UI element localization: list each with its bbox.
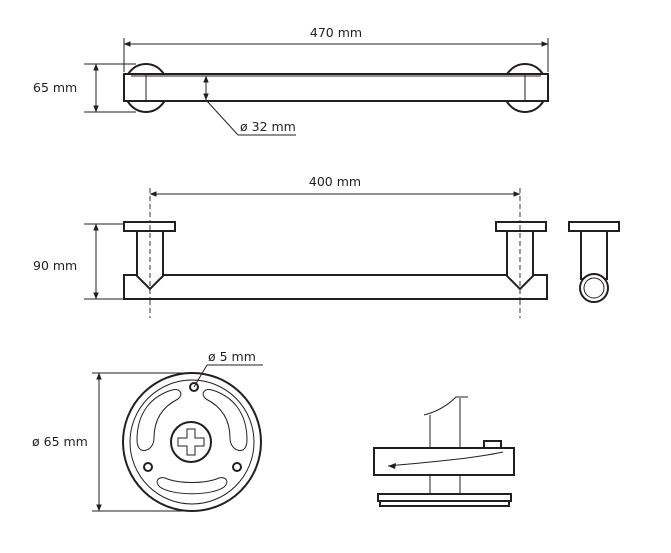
front-bar — [123, 274, 548, 300]
side-plate-edge — [568, 221, 620, 232]
left-slot — [136, 389, 182, 451]
set-screw-tab — [483, 440, 502, 449]
side-post — [580, 230, 608, 280]
section-view — [373, 396, 515, 507]
left-screw-hole — [143, 462, 153, 472]
right-slot — [202, 389, 248, 451]
side-view — [568, 221, 620, 303]
section-base-top — [377, 493, 512, 502]
top-width-label: 470 mm — [310, 25, 362, 40]
right-plate-edge — [495, 221, 547, 232]
base-diameter-label: ø 65 mm — [32, 434, 88, 449]
top-view: 470 mm 65 mm ø 32 mm — [33, 25, 549, 136]
bottom-slot — [156, 477, 228, 495]
right-screw-hole — [232, 462, 242, 472]
front-height-label: 90 mm — [33, 258, 77, 273]
section-base-bottom — [379, 500, 510, 507]
top-height-label: 65 mm — [33, 80, 77, 95]
tube-diameter-label: ø 32 mm — [240, 119, 296, 134]
front-view: 400 mm 90 mm — [33, 174, 548, 318]
base-plate-view: ø 65 mm ø 5 mm — [32, 349, 263, 512]
section-curve — [387, 451, 504, 467]
center-screw — [170, 421, 212, 463]
front-width-label: 400 mm — [309, 174, 361, 189]
cross-head-icon — [177, 428, 205, 456]
hole-diameter-label: ø 5 mm — [208, 349, 256, 364]
section-body — [373, 447, 515, 476]
left-plate-edge — [123, 221, 176, 232]
break-line — [423, 396, 468, 416]
top-bar — [123, 73, 549, 102]
